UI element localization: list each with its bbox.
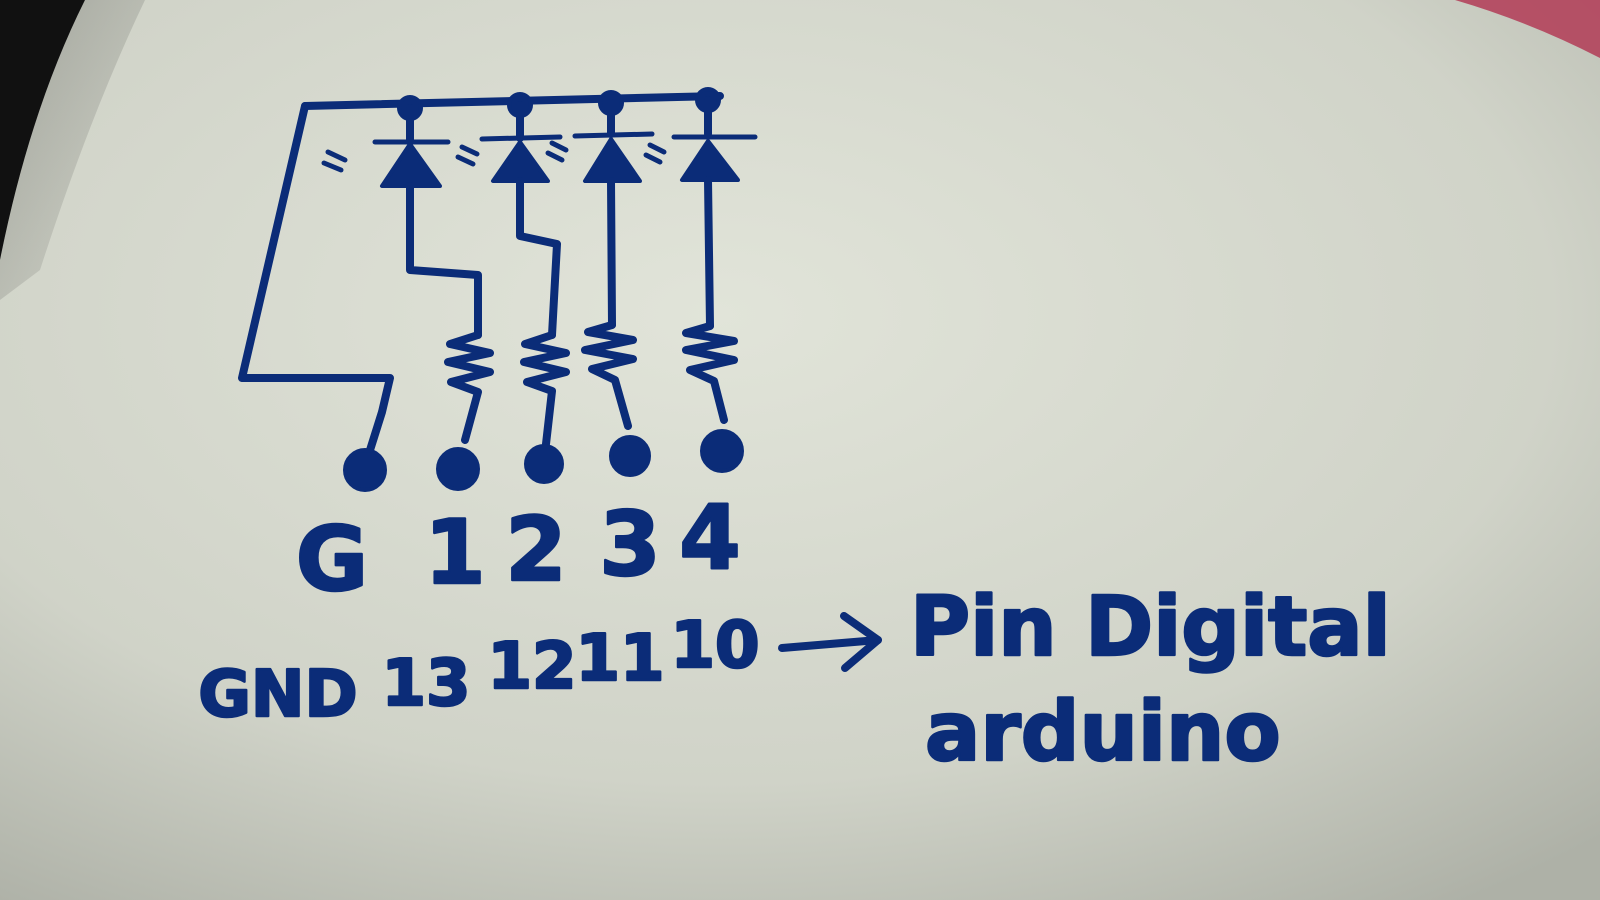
- led-3-bar: [572, 131, 655, 139]
- pin-label-gnd: GND: [198, 658, 357, 732]
- led-1: [321, 104, 482, 339]
- arduino-pin-labels: GND 13 12 11 10: [197, 608, 761, 734]
- header-label-4: 4: [679, 486, 740, 589]
- header-label-1: 1: [424, 501, 485, 604]
- pin-dot-4: [700, 429, 744, 473]
- led-4-to-resistor-wire: [704, 176, 714, 330]
- led-3-light-marks: [545, 140, 569, 163]
- pin-label-13: 13: [381, 647, 470, 721]
- led-3: [545, 99, 655, 329]
- red-object-corner: [1455, 0, 1600, 58]
- right-arrow-icon: [778, 612, 882, 672]
- led-4: [643, 96, 758, 330]
- pin-label-11: 11: [575, 622, 664, 696]
- led-4-light-marks: [643, 142, 667, 165]
- pin-dot-1: [436, 447, 480, 491]
- resistor-2: [520, 331, 570, 484]
- pin-dot-3: [609, 435, 651, 477]
- circuit-drawing: [238, 87, 758, 492]
- header-label-3: 3: [599, 493, 660, 596]
- header-label-ground: G: [296, 508, 368, 611]
- paper-edge-shadow: [0, 0, 145, 300]
- resistor-1-zigzag: [444, 331, 494, 444]
- pin-dot-ground: [343, 448, 387, 492]
- header-labels: G 1 2 3 4: [295, 485, 742, 613]
- note-pin-digital: Pin Digital: [910, 580, 1391, 675]
- led-3-to-resistor-wire: [607, 177, 616, 329]
- pin-dot-2: [524, 444, 564, 484]
- led-1-to-resistor-wire: [406, 182, 482, 339]
- arrow-head: [840, 612, 882, 672]
- header-label-2: 2: [505, 498, 566, 601]
- led-2-light-marks: [455, 144, 480, 167]
- resistor-2-zigzag: [520, 331, 570, 448]
- arduino-note: Pin Digital arduino: [909, 579, 1392, 782]
- pin-label-12: 12: [487, 630, 576, 704]
- ground-return-wire: [238, 102, 394, 470]
- led-2: [455, 101, 563, 339]
- resistor-4: [682, 322, 744, 473]
- led-1-light-marks: [321, 149, 348, 173]
- note-arduino: arduino: [925, 685, 1281, 780]
- led-2-bar: [479, 134, 563, 142]
- resistor-3: [581, 321, 651, 477]
- resistor-4-zigzag: [682, 322, 738, 424]
- arrow-shaft: [778, 636, 882, 652]
- resistor-3-zigzag: [581, 321, 637, 430]
- resistor-1: [436, 331, 494, 491]
- pin-label-10: 10: [670, 609, 759, 683]
- led-2-to-resistor-wire: [516, 177, 561, 339]
